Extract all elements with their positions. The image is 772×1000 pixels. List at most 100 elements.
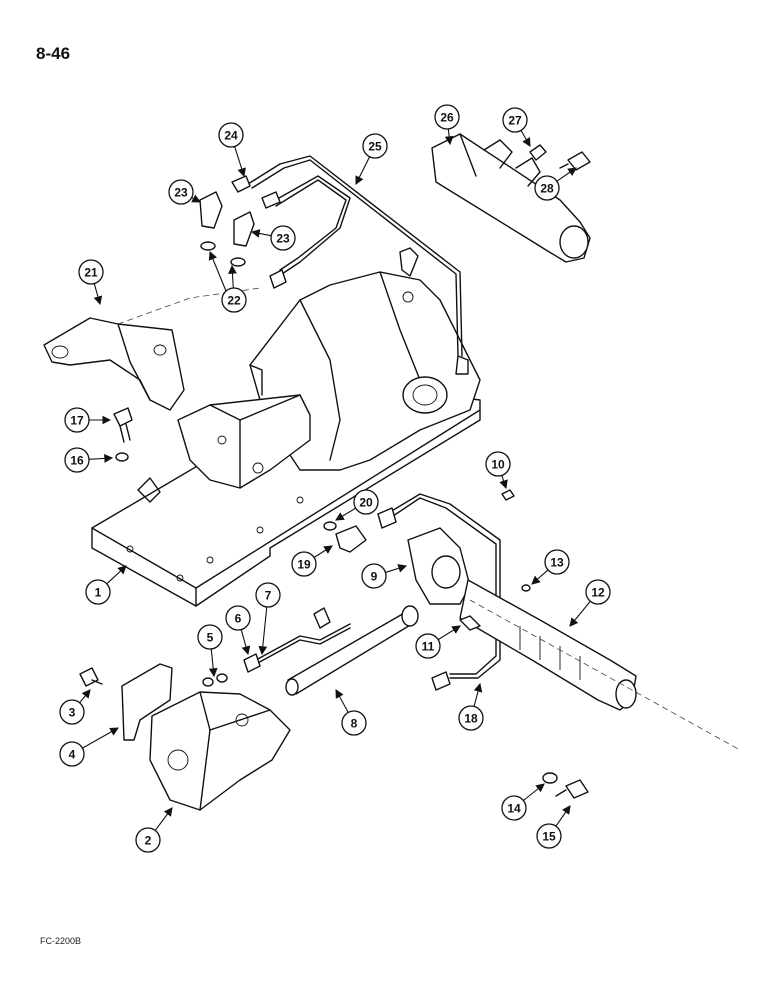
part-17-bolt [113,407,133,443]
callout-circle [485,451,511,477]
callout-circle [361,563,387,589]
callout-leader [555,805,571,827]
page-number: 8-46 [36,44,71,63]
callout-leader [79,689,91,704]
callout-circle [362,133,388,159]
callout-circle [536,823,562,849]
part-2-control-valve [149,691,291,811]
part-10-pin [501,489,515,501]
callout-leader [355,156,371,185]
fitting-center [455,355,469,375]
callout-leader [234,146,246,178]
callout-22: 22 [208,250,247,313]
part-9-lift-arm [407,527,471,605]
callout-circle [458,705,484,731]
callout-number: 19 [297,558,311,572]
shaft-axis [469,599,741,751]
callout-17: 17 [64,407,112,433]
callout-circle [585,579,611,605]
part-26-control-bracket [431,133,591,263]
callout-9: 9 [361,563,408,589]
callout-leader [437,625,461,641]
callout-leader [228,264,237,289]
part-22-o-rings [200,241,246,267]
callout-number: 14 [507,802,521,816]
callout-leader [208,648,218,678]
callout-14: 14 [501,783,545,821]
callout-23: 23 [250,225,296,251]
callout-4: 4 [59,727,119,767]
callout-circle [78,259,104,285]
callout-23: 23 [168,179,201,205]
part-14-washer [542,772,558,784]
callout-leader [523,783,545,801]
callout-leader [520,130,531,147]
callout-number: 17 [70,414,84,428]
part-11-key [459,615,481,631]
callout-number: 1 [95,586,102,600]
callout-number: 15 [542,830,556,844]
callout-leader [531,569,549,585]
callout-number: 22 [227,294,241,308]
callout-24: 24 [218,122,246,178]
callout-circle [197,624,223,650]
callout-number: 21 [84,266,98,280]
part-12-rockshaft [459,579,637,711]
callout-12: 12 [569,579,611,627]
callout-11: 11 [415,625,461,659]
callout-circle [502,107,528,133]
part-23-elbows [199,191,255,247]
callout-number: 8 [351,717,358,731]
callout-circle [135,827,161,853]
part-25-pipe [247,155,463,357]
part-24-fitting [231,175,287,289]
callout-15: 15 [536,805,571,849]
part-13-key [521,584,531,592]
callout-circle [501,795,527,821]
callout-28: 28 [534,167,577,201]
callout-number: 2 [145,834,152,848]
callout-19: 19 [291,545,333,577]
callout-leader [93,283,103,306]
part-7-tube [255,607,351,665]
callout-leader [335,689,349,713]
callout-number: 5 [207,631,214,645]
callout-number: 23 [276,232,290,246]
callout-3: 3 [59,689,91,725]
callout-circle [218,122,244,148]
callout-leader [556,167,577,182]
callout-circle [544,549,570,575]
callout-1: 1 [85,565,127,605]
callout-leader [569,600,591,627]
part-19-elbow [335,525,367,553]
callout-leader [106,565,127,585]
callout-leader [208,250,227,292]
callout-10: 10 [485,451,511,490]
callout-leader [385,564,408,573]
callout-number: 10 [491,458,505,472]
callout-circle [415,633,441,659]
callout-number: 23 [174,186,188,200]
callout-8: 8 [335,689,367,736]
callout-number: 18 [464,712,478,726]
callout-number: 27 [508,114,522,128]
callout-circle [534,175,560,201]
callout-circle [255,582,281,608]
callout-27: 27 [502,107,531,147]
callout-leader [82,727,119,749]
callout-number: 20 [359,496,373,510]
callout-number: 26 [440,111,454,125]
valve-block [137,394,311,503]
callout-number: 28 [540,182,554,196]
part-18-tube [377,493,501,691]
callout-leader [250,229,272,238]
callout-leader [88,454,114,463]
callout-number: 6 [235,612,242,626]
part-20-o-ring [323,521,337,531]
callout-circle [64,407,90,433]
figure-code: FC-2200B [40,936,82,946]
callout-number: 11 [422,640,435,654]
callout-circle [341,710,367,736]
callout-leader [499,475,508,490]
